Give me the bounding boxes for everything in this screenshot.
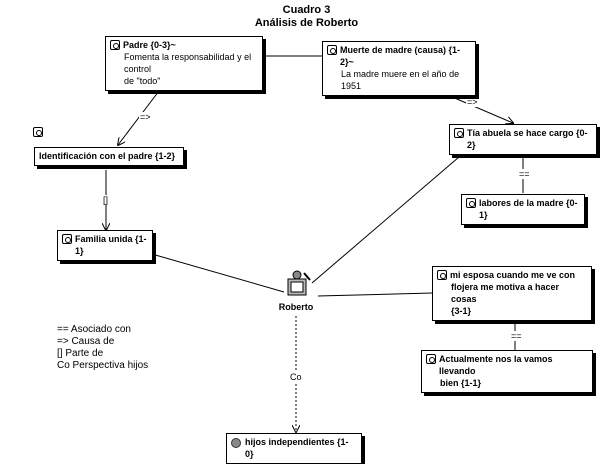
legend-item: == Asociado con bbox=[57, 324, 131, 335]
legend-item: [] Parte de bbox=[57, 348, 104, 359]
node-padre-comment-2: de "todo" bbox=[124, 76, 161, 86]
node-identificacion-title: Identificación con el padre {1-2} bbox=[39, 151, 176, 161]
node-familia-title: Familia unida {1-1} bbox=[75, 234, 147, 256]
node-identificacion-padre[interactable]: Identificación con el padre {1-2} bbox=[34, 147, 184, 166]
node-muerte-comment: La madre muere en el año de 1951 bbox=[341, 69, 460, 91]
relation-label-identificacion-familia: [] bbox=[102, 195, 110, 205]
node-hijos-independientes[interactable]: hijos independientes {1-0} bbox=[226, 433, 362, 464]
node-actualmente-line-2: bien {1-1} bbox=[440, 378, 482, 388]
diagram-subtitle: Análisis de Roberto bbox=[254, 17, 359, 29]
node-padre[interactable]: Padre {0-3}~ Fomenta la responsabilidad … bbox=[105, 36, 263, 91]
quotation-icon bbox=[426, 354, 436, 364]
node-esposa-line-3: {3-1} bbox=[451, 306, 472, 316]
node-tia-abuela[interactable]: Tía abuela se hace cargo {0-2} bbox=[449, 124, 597, 155]
quotation-icon bbox=[454, 128, 464, 138]
node-labores-madre[interactable]: labores de la madre {0-1} bbox=[461, 194, 585, 225]
relation-label-tia-labores: == bbox=[518, 169, 531, 179]
relation-label-padre-identificacion: => bbox=[139, 112, 152, 122]
relation-label-muerte-tia: => bbox=[466, 97, 479, 107]
node-hijos-title: hijos independientes {1-0} bbox=[245, 437, 349, 459]
node-padre-comment-1: Fomenta la responsabilidad y el control bbox=[124, 52, 252, 74]
code-dot-icon bbox=[231, 438, 241, 448]
node-esposa[interactable]: mi esposa cuando me ve con flojera me mo… bbox=[432, 266, 592, 321]
node-actualmente[interactable]: Actualmente nos la vamos llevando bien {… bbox=[421, 350, 593, 393]
node-tia-title: Tía abuela se hace cargo {0-2} bbox=[467, 128, 588, 150]
node-actualmente-title: Actualmente nos la vamos llevando bbox=[439, 354, 553, 376]
edge-familia-roberto bbox=[137, 249, 285, 293]
relation-label-roberto-hijos: Co bbox=[289, 372, 303, 382]
relation-label-esposa-actualmente: == bbox=[510, 331, 523, 341]
quotation-icon bbox=[33, 127, 43, 137]
node-muerte-title: Muerte de madre (causa) {1-2}~ bbox=[340, 45, 461, 67]
legend-item: Co Perspectiva hijos bbox=[57, 360, 149, 371]
node-esposa-line-2: flojera me motiva a hacer cosas bbox=[451, 282, 560, 304]
legend-item: => Causa de bbox=[57, 336, 115, 347]
edge-tia-roberto bbox=[311, 144, 474, 284]
legend: == Asociado con => Causa de [] Parte de … bbox=[57, 324, 148, 372]
quotation-icon bbox=[327, 45, 337, 55]
node-familia-unida[interactable]: Familia unida {1-1} bbox=[57, 230, 153, 261]
quotation-icon bbox=[110, 40, 120, 50]
person-writing-icon[interactable] bbox=[284, 270, 312, 303]
quotation-icon bbox=[62, 234, 72, 244]
node-padre-title: Padre {0-3}~ bbox=[123, 40, 176, 50]
quotation-icon bbox=[437, 270, 447, 280]
node-esposa-title: mi esposa cuando me ve con bbox=[450, 270, 576, 280]
node-labores-title: labores de la madre {0-1} bbox=[479, 198, 578, 220]
quotation-icon bbox=[466, 198, 476, 208]
diagram-title: Cuadro 3 bbox=[282, 4, 331, 16]
center-label: Roberto bbox=[278, 302, 314, 312]
edge-roberto-esposa bbox=[317, 292, 433, 297]
node-muerte-madre[interactable]: Muerte de madre (causa) {1-2}~ La madre … bbox=[322, 41, 476, 96]
